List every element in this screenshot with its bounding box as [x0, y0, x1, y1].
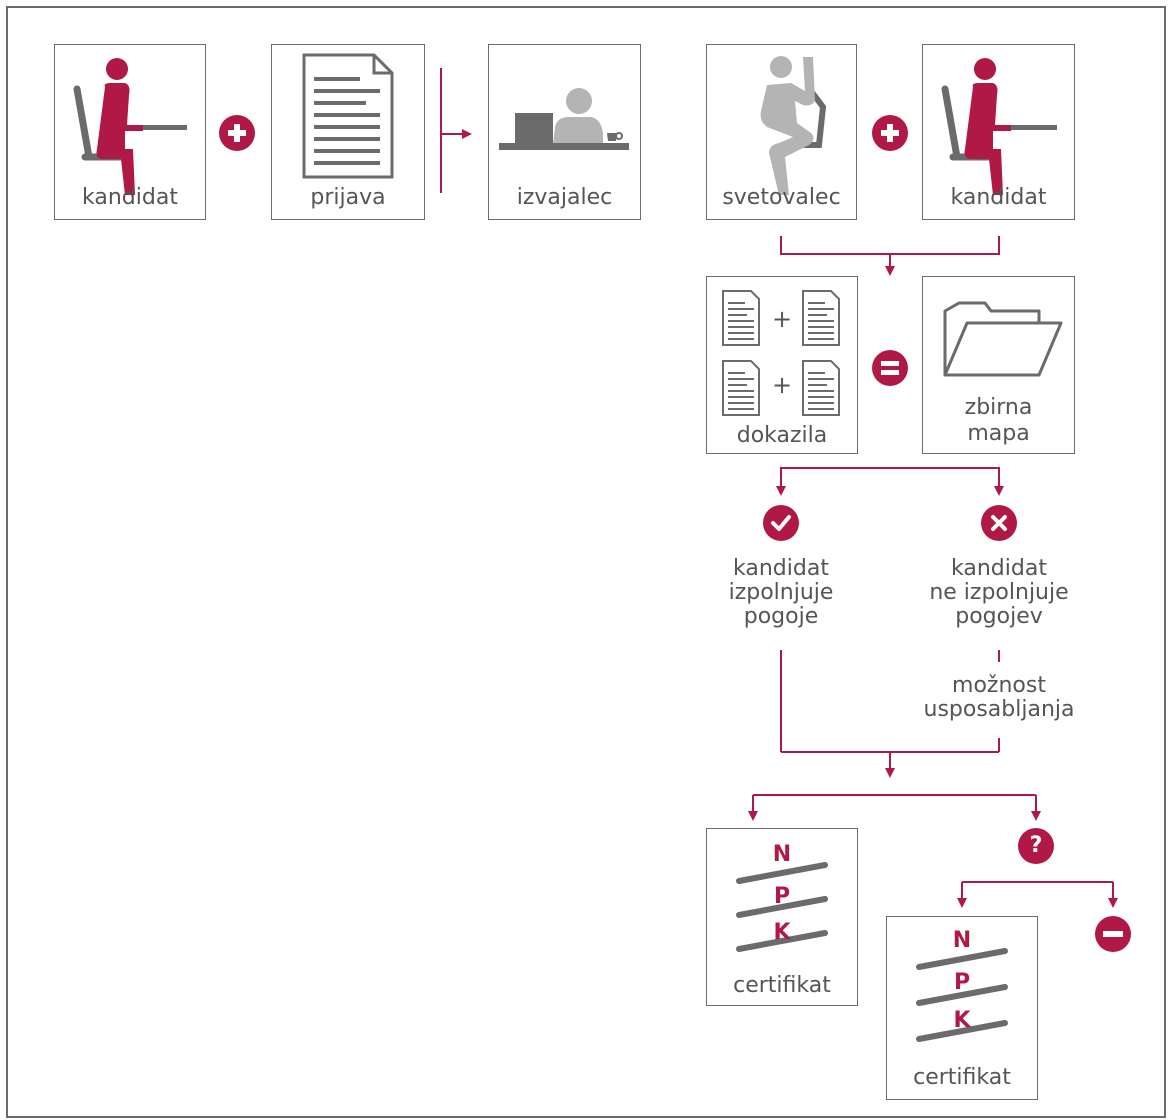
minus-icon: [1095, 916, 1131, 952]
izvajalec-label: izvajalec: [516, 185, 613, 210]
certifikat-box: N P K certifikat: [706, 828, 858, 1006]
prijava-label: prijava: [310, 185, 386, 210]
outcome-line: kandidat: [951, 556, 1047, 581]
prijava-box: prijava: [271, 44, 425, 220]
seated-person-icon: [941, 58, 1057, 195]
certificate-icon: [916, 948, 1008, 1042]
izvajalec-box: izvajalec: [488, 44, 641, 220]
plus-icon: [219, 115, 255, 151]
training-option-text: možnost usposabljanja: [904, 674, 1094, 722]
certifikat-label: certifikat: [913, 1065, 1011, 1090]
document-icon: [302, 53, 394, 179]
dokazila-label: dokazila: [736, 423, 828, 448]
yes-outcome-text: kandidat izpolnjuje pogoje: [700, 557, 862, 629]
folder-icon: [943, 301, 1063, 377]
npk-letter-p: P: [953, 970, 971, 995]
outcome-line: pogojev: [955, 604, 1043, 629]
outcome-line: pogoje: [743, 604, 819, 629]
equals-icon: [872, 350, 908, 386]
outcome-line: izpolnjuje: [728, 580, 834, 605]
outcome-line: usposabljanja: [923, 697, 1075, 722]
plus-sign: +: [771, 371, 793, 399]
question-mark: ?: [1029, 833, 1043, 858]
npk-letter-n: N: [772, 842, 792, 867]
documents-icon: [722, 290, 840, 416]
svetovalec-label: svetovalec: [722, 185, 841, 210]
npk-letter-k: K: [773, 920, 791, 945]
mapa-label: mapa: [967, 421, 1030, 446]
plus-icon: [872, 115, 908, 151]
waving-person-icon: [760, 56, 827, 195]
cross-icon: [981, 505, 1017, 541]
svetovalec-box: svetovalec: [706, 44, 857, 220]
certifikat-box: N P K certifikat: [886, 916, 1038, 1100]
outcome-line: možnost: [952, 673, 1046, 698]
npk-letter-p: P: [773, 884, 791, 909]
worker-at-desk-icon: [499, 88, 629, 150]
npk-letter-n: N: [952, 928, 972, 953]
seated-person-icon: [73, 58, 187, 195]
diagram-frame: [6, 6, 1166, 1118]
no-outcome-text: kandidat ne izpolnjuje pogojev: [904, 557, 1094, 629]
npk-letter-k: K: [953, 1008, 971, 1033]
certificate-icon: [736, 862, 828, 952]
plus-sign: +: [771, 305, 793, 333]
certifikat-label: certifikat: [733, 973, 831, 998]
kandidat-label: kandidat: [950, 185, 1047, 210]
kandidat-box: kandidat: [922, 44, 1075, 220]
zbirna-mapa-box: zbirna mapa: [922, 276, 1075, 454]
zbirna-label: zbirna: [964, 395, 1033, 420]
kandidat-box: kandidat: [54, 44, 206, 220]
check-icon: [763, 505, 799, 541]
dokazila-box: + + dokazila: [706, 276, 858, 454]
outcome-line: kandidat: [733, 556, 829, 581]
kandidat-label: kandidat: [82, 185, 178, 210]
question-icon: ?: [1018, 828, 1054, 864]
outcome-line: ne izpolnjuje: [929, 580, 1069, 605]
